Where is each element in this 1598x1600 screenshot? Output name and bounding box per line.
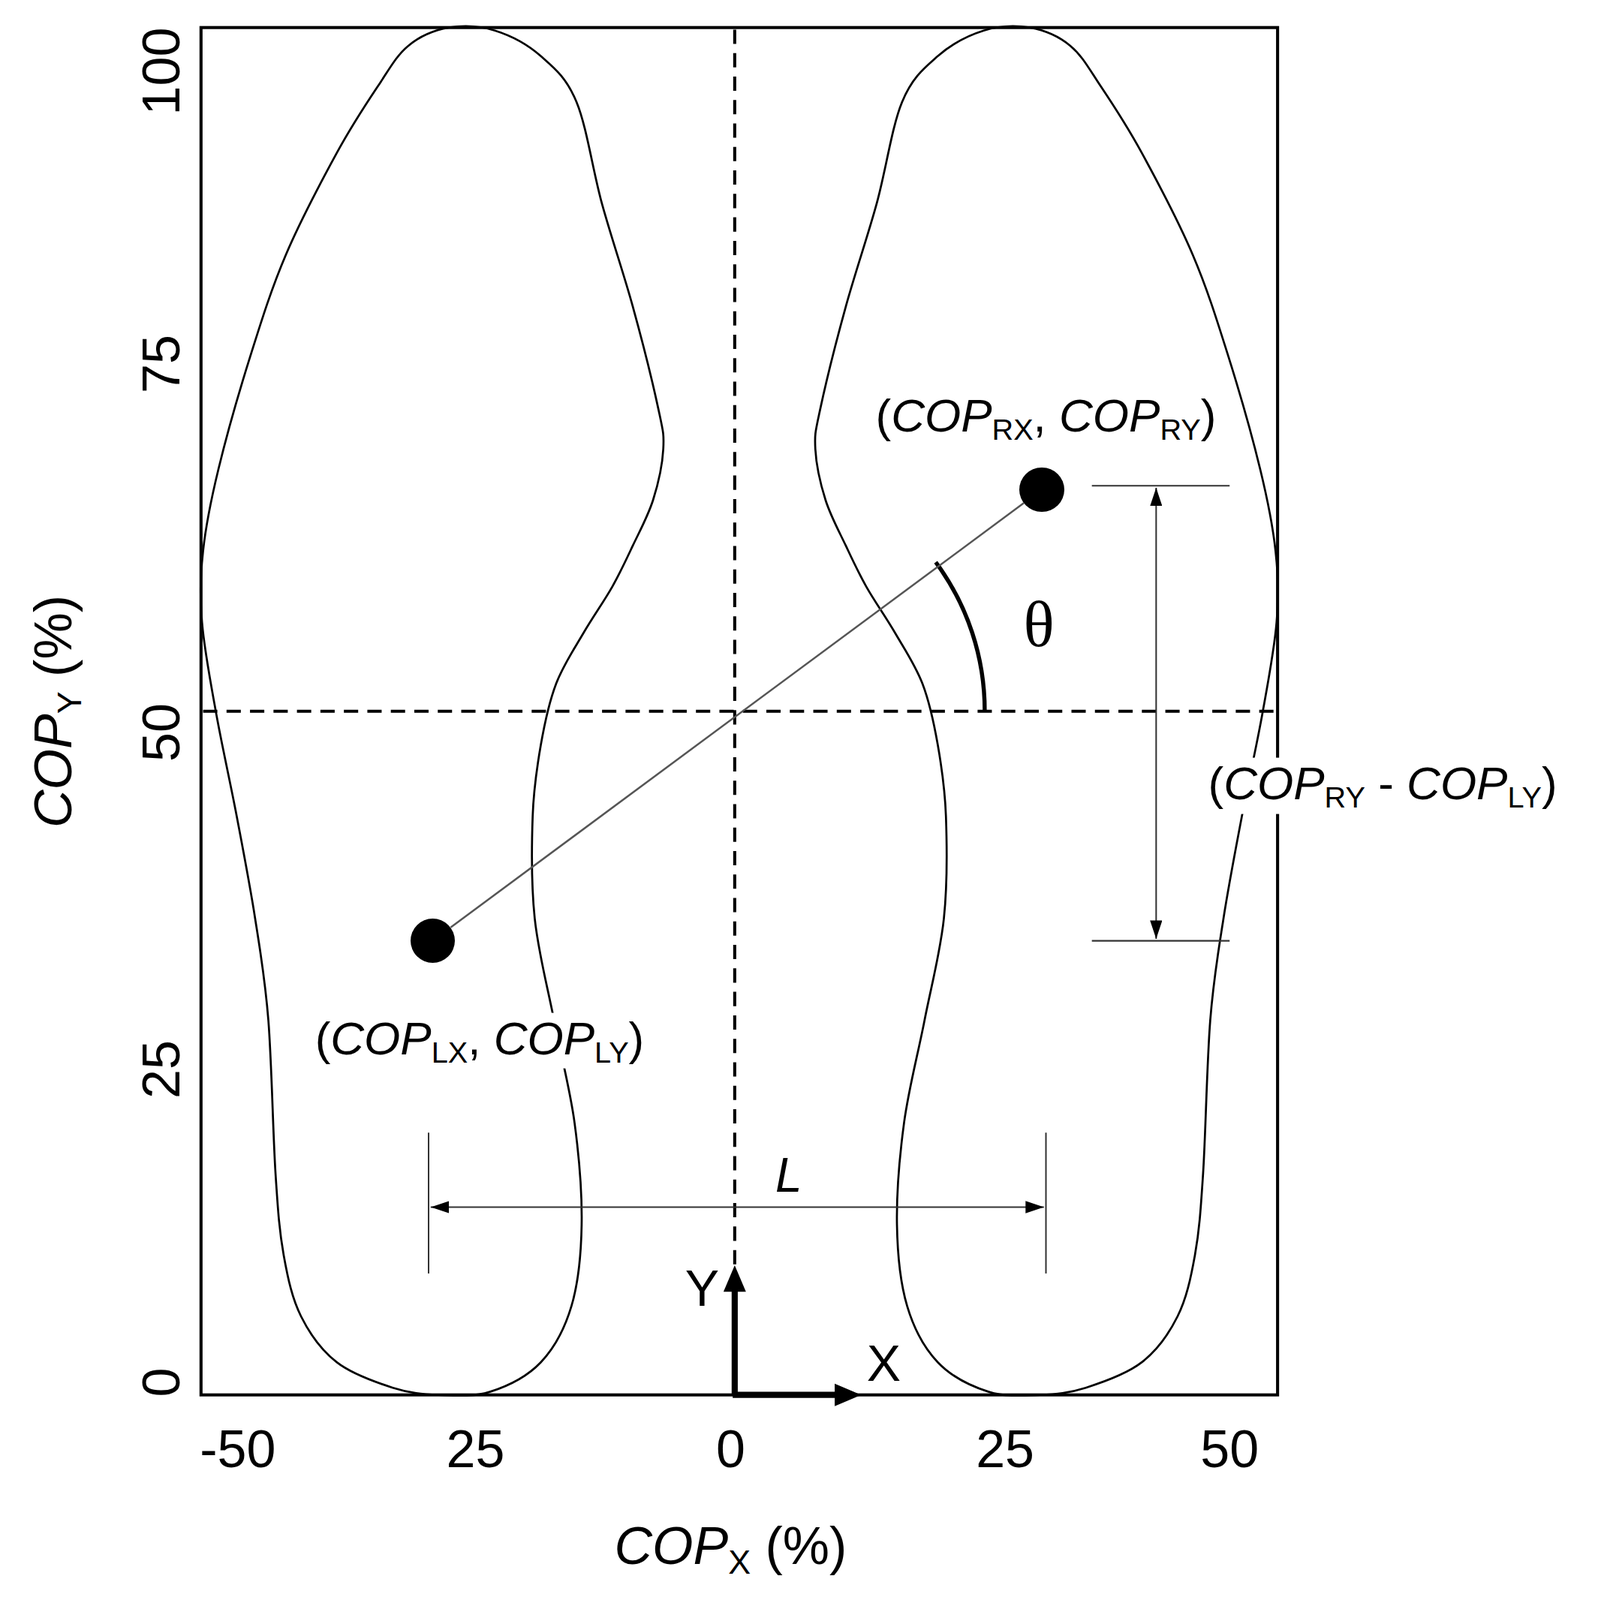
cop-point: (COPLX, COPLY) <box>410 918 456 964</box>
axis-tick-label: 0 <box>132 1368 190 1398</box>
dashed-axis-vertical <box>733 29 737 1270</box>
dimension-extension <box>1092 484 1231 487</box>
angle-symbol: θ <box>1023 589 1054 661</box>
cop-point: (COPRX, COPRY) <box>1019 467 1065 513</box>
axis-tick-label: 25 <box>446 1420 506 1478</box>
axis-arrowhead <box>723 1265 747 1292</box>
axis-tick-label: 50 <box>132 703 190 762</box>
dimension-label: (COPRY - COPLY) <box>1203 757 1562 814</box>
point-label: (COPLX, COPLY) <box>310 1012 650 1069</box>
dimension-extension <box>1092 940 1231 942</box>
angle-arc <box>935 562 985 712</box>
left-foot-outline <box>200 26 664 1397</box>
axis-label: Y <box>685 1259 720 1316</box>
axis-tick-label: 50 <box>1200 1420 1259 1478</box>
dimension-extension <box>1044 1132 1047 1274</box>
axis-title: COPY (%) <box>24 595 88 828</box>
point-label: (COPRX, COPRY) <box>870 390 1221 447</box>
axis-arrow <box>731 1288 738 1396</box>
axis-tick-label: 0 <box>716 1420 746 1478</box>
dimension-label: L <box>770 1149 807 1202</box>
connector-line <box>450 502 1024 927</box>
axis-tick-label: -50 <box>199 1420 276 1478</box>
dimension-arrow <box>1155 487 1157 939</box>
plot-frame <box>201 27 1278 1396</box>
axis-title: COPX (%) <box>613 1517 847 1581</box>
dimension-arrow <box>430 1206 1045 1208</box>
dashed-axis-horizontal <box>203 710 1276 714</box>
axis-tick-label: 25 <box>132 1040 190 1099</box>
axis-tick-label: 25 <box>975 1420 1035 1478</box>
dimension-extension <box>427 1132 430 1274</box>
axis-tick-label: 100 <box>132 27 190 116</box>
axis-label: X <box>866 1335 901 1392</box>
axis-tick-label: 75 <box>132 334 190 394</box>
